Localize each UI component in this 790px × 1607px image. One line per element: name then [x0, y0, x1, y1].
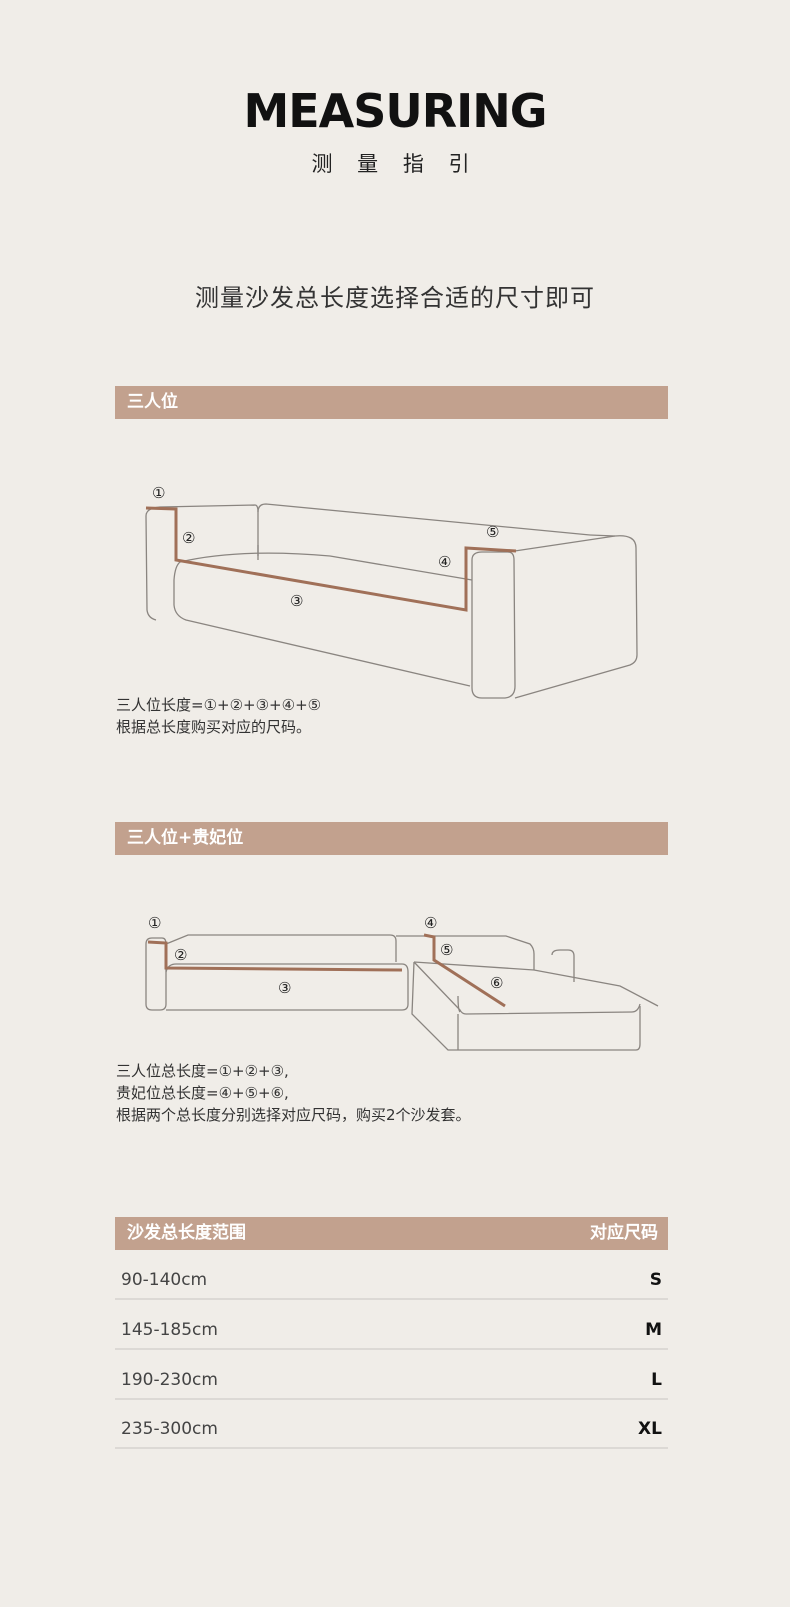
size-code: XL [638, 1419, 662, 1439]
size-table-header: 沙发总长度范围 对应尺码 [115, 1217, 668, 1250]
note-line: 三人位总长度=①+②+③, [116, 1062, 289, 1080]
marker-2: ② [174, 946, 187, 964]
note-line: 根据总长度购买对应的尺码。 [116, 718, 312, 736]
sofa-outline [145, 503, 638, 699]
section-bar-three-seat: 三人位 [115, 386, 668, 419]
size-code: M [645, 1320, 662, 1340]
table-row: 90-140cm S [115, 1252, 668, 1300]
marker-4: ④ [438, 553, 451, 571]
size-table-header-left: 沙发总长度范围 [127, 1223, 246, 1243]
note-line: 贵妃位总长度=④+⑤+⑥, [116, 1084, 289, 1102]
chaise-sofa-diagram: ① ② ③ ④ ⑤ ⑥ [145, 914, 659, 1051]
marker-5: ⑤ [440, 941, 453, 959]
measure-line [145, 506, 517, 612]
page-subtitle: 测 量 指 引 [311, 152, 479, 176]
measure-markers: ① ② ③ ④ ⑤ [152, 484, 499, 610]
three-seat-sofa-diagram: ① ② ③ ④ ⑤ [145, 484, 638, 699]
chaise-note: 三人位总长度=①+②+③, 贵妃位总长度=④+⑤+⑥, 根据两个总长度分别选择对… [116, 1060, 471, 1126]
marker-5: ⑤ [486, 523, 499, 541]
section-bar-three-seat-chaise: 三人位+贵妃位 [115, 822, 668, 855]
section-label: 三人位+贵妃位 [127, 828, 244, 848]
size-range: 190-230cm [121, 1370, 218, 1390]
marker-1: ① [148, 914, 161, 932]
note-line: 根据两个总长度分别选择对应尺码，购买2个沙发套。 [116, 1106, 471, 1124]
note-line: 三人位长度=①+②+③+④+⑤ [116, 696, 322, 714]
section-label: 三人位 [127, 392, 178, 412]
size-code: L [651, 1370, 662, 1390]
marker-2: ② [182, 529, 195, 547]
size-range: 235-300cm [121, 1419, 218, 1439]
table-row: 235-300cm XL [115, 1401, 668, 1449]
size-code: S [649, 1270, 662, 1290]
measure-markers: ① ② ③ ④ ⑤ ⑥ [148, 914, 503, 997]
size-range: 90-140cm [121, 1270, 208, 1290]
table-row: 145-185cm M [115, 1302, 668, 1350]
intro-text: 测量沙发总长度选择合适的尺寸即可 [195, 284, 595, 312]
marker-3: ③ [278, 979, 291, 997]
measure-line [423, 933, 506, 1008]
page-title: MEASURING [243, 84, 547, 138]
marker-3: ③ [290, 592, 303, 610]
size-table-header-right: 对应尺码 [590, 1223, 658, 1243]
marker-4: ④ [424, 914, 437, 932]
measure-line [147, 940, 403, 972]
table-row: 190-230cm L [115, 1352, 668, 1400]
marker-1: ① [152, 484, 165, 502]
size-range: 145-185cm [121, 1320, 218, 1340]
marker-6: ⑥ [490, 974, 503, 992]
three-seat-note: 三人位长度=①+②+③+④+⑤ 根据总长度购买对应的尺码。 [116, 694, 321, 738]
sofa-outline [145, 934, 659, 1051]
